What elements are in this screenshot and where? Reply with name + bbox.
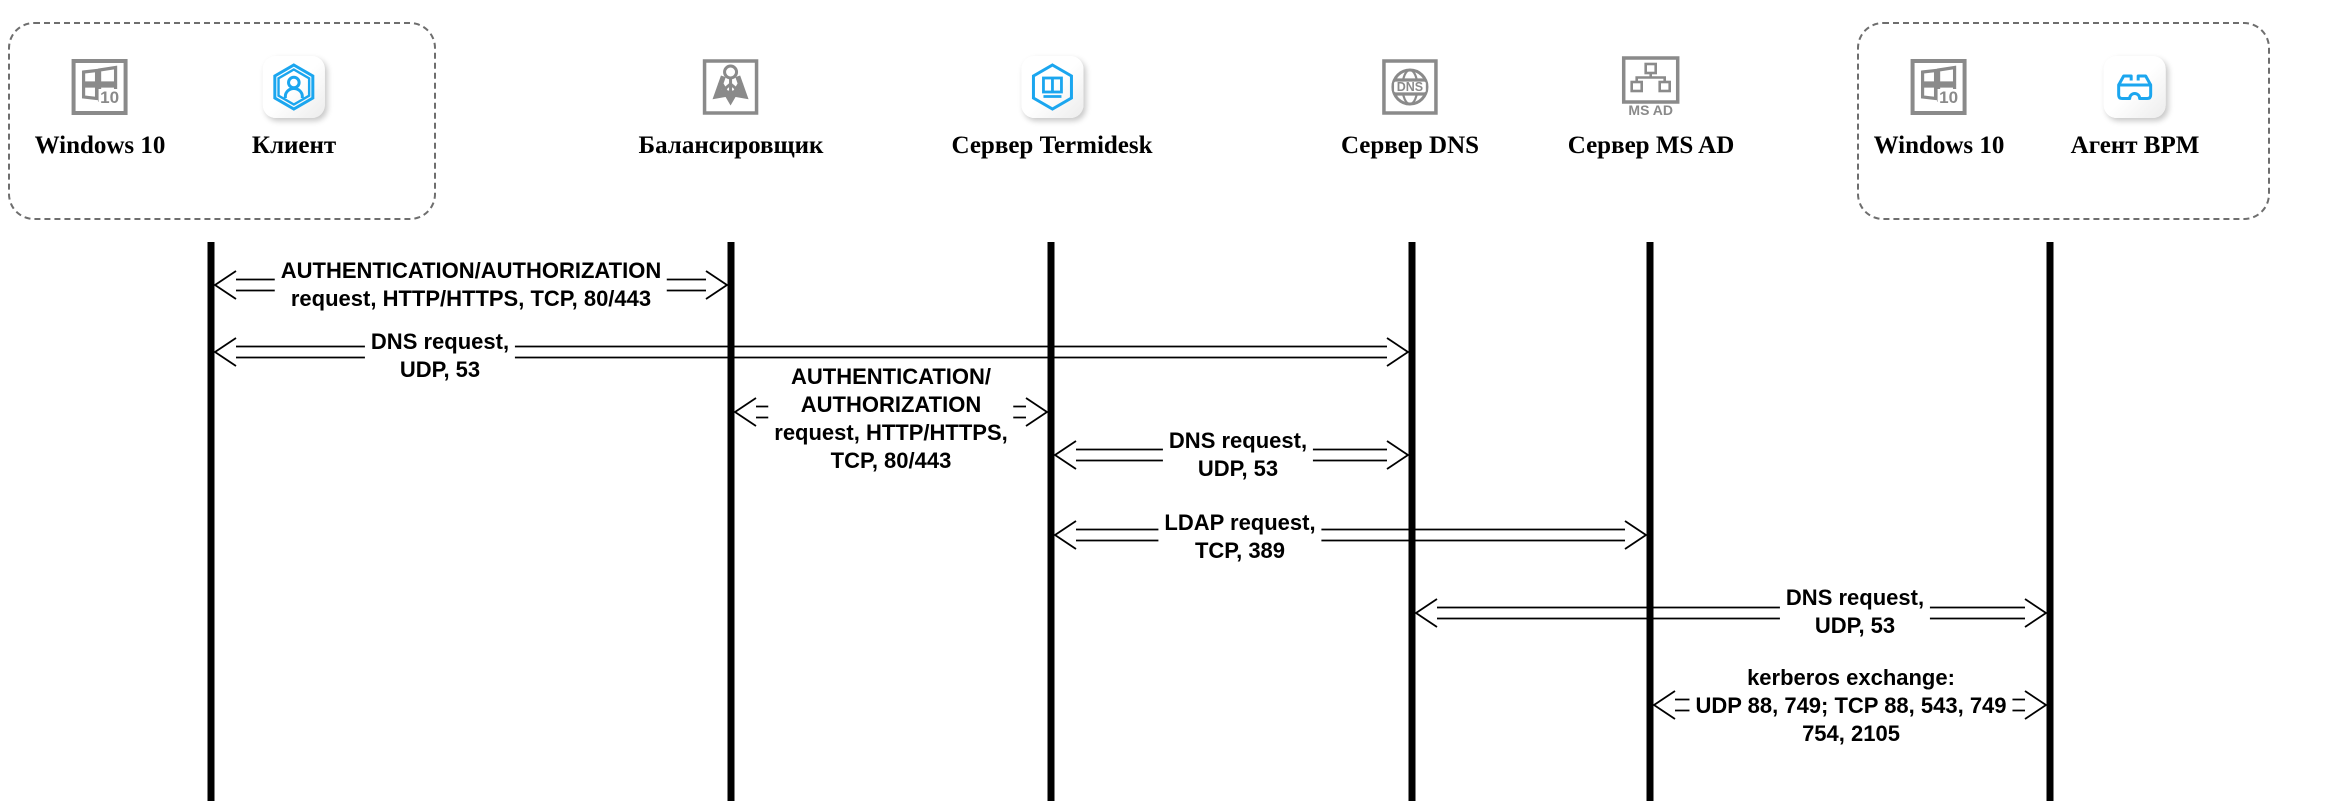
windows10-badge: 10 xyxy=(1940,88,1959,107)
actor-msad: MS AD Сервер MS AD xyxy=(1567,56,1735,160)
windows10-icon: 10 xyxy=(1908,56,1970,118)
actor-bpm-agent: Агент BPM xyxy=(2070,56,2200,160)
actor-label: Клиент xyxy=(251,132,337,159)
actor-label: Windows 10 xyxy=(1873,132,2005,159)
dns-badge: DNS xyxy=(1397,80,1423,94)
client-icon xyxy=(263,56,325,118)
msad-badge: MS AD xyxy=(1629,102,1674,118)
actor-label: Windows 10 xyxy=(34,132,166,159)
message-dns-agent: DNS request, UDP, 53 xyxy=(1779,584,1931,640)
actor-termidesk: Сервер Termidesk xyxy=(951,56,1153,160)
actor-dns: DNS Сервер DNS xyxy=(1341,56,1479,160)
actor-client: Клиент xyxy=(252,56,336,160)
windows10-icon: 10 xyxy=(69,56,131,118)
dns-globe-icon: DNS xyxy=(1379,56,1441,118)
arrow-dns-agent xyxy=(1414,598,2048,628)
arrow-ldap-termidesk-msad xyxy=(1053,520,1648,550)
message-dns-termidesk: DNS request, UDP, 53 xyxy=(1162,427,1314,483)
agent-group-box xyxy=(1857,22,2270,220)
actor-windows10-left: 10 Windows 10 xyxy=(34,56,166,160)
actor-label: Сервер DNS xyxy=(1340,132,1480,159)
message-kerberos: kerberos exchange: UDP 88, 749; TCP 88, … xyxy=(1689,664,2013,748)
actor-label: Балансировщик xyxy=(638,132,824,159)
bpm-agent-glasses-icon xyxy=(2104,56,2166,118)
msad-tree-icon: MS AD xyxy=(1620,56,1682,118)
message-auth-client-balancer: AUTHENTICATION/AUTHORIZATION request, HT… xyxy=(274,257,668,313)
actor-windows10-right: 10 Windows 10 xyxy=(1873,56,2005,160)
actor-label: Агент BPM xyxy=(2070,132,2200,159)
message-ldap: LDAP request, TCP, 389 xyxy=(1158,509,1322,565)
actor-label: Сервер MS AD xyxy=(1567,132,1735,159)
actor-label: Сервер Termidesk xyxy=(951,132,1153,159)
client-group-box xyxy=(8,22,436,220)
actor-balancer: Балансировщик xyxy=(638,56,824,160)
message-dns-client: DNS request, UDP, 53 xyxy=(364,328,516,384)
windows10-badge: 10 xyxy=(101,88,120,107)
load-balancer-icon xyxy=(700,56,762,118)
message-auth-balancer-termidesk: AUTHENTICATION/ AUTHORIZATION request, H… xyxy=(768,363,1014,475)
termidesk-server-icon xyxy=(1021,56,1083,118)
